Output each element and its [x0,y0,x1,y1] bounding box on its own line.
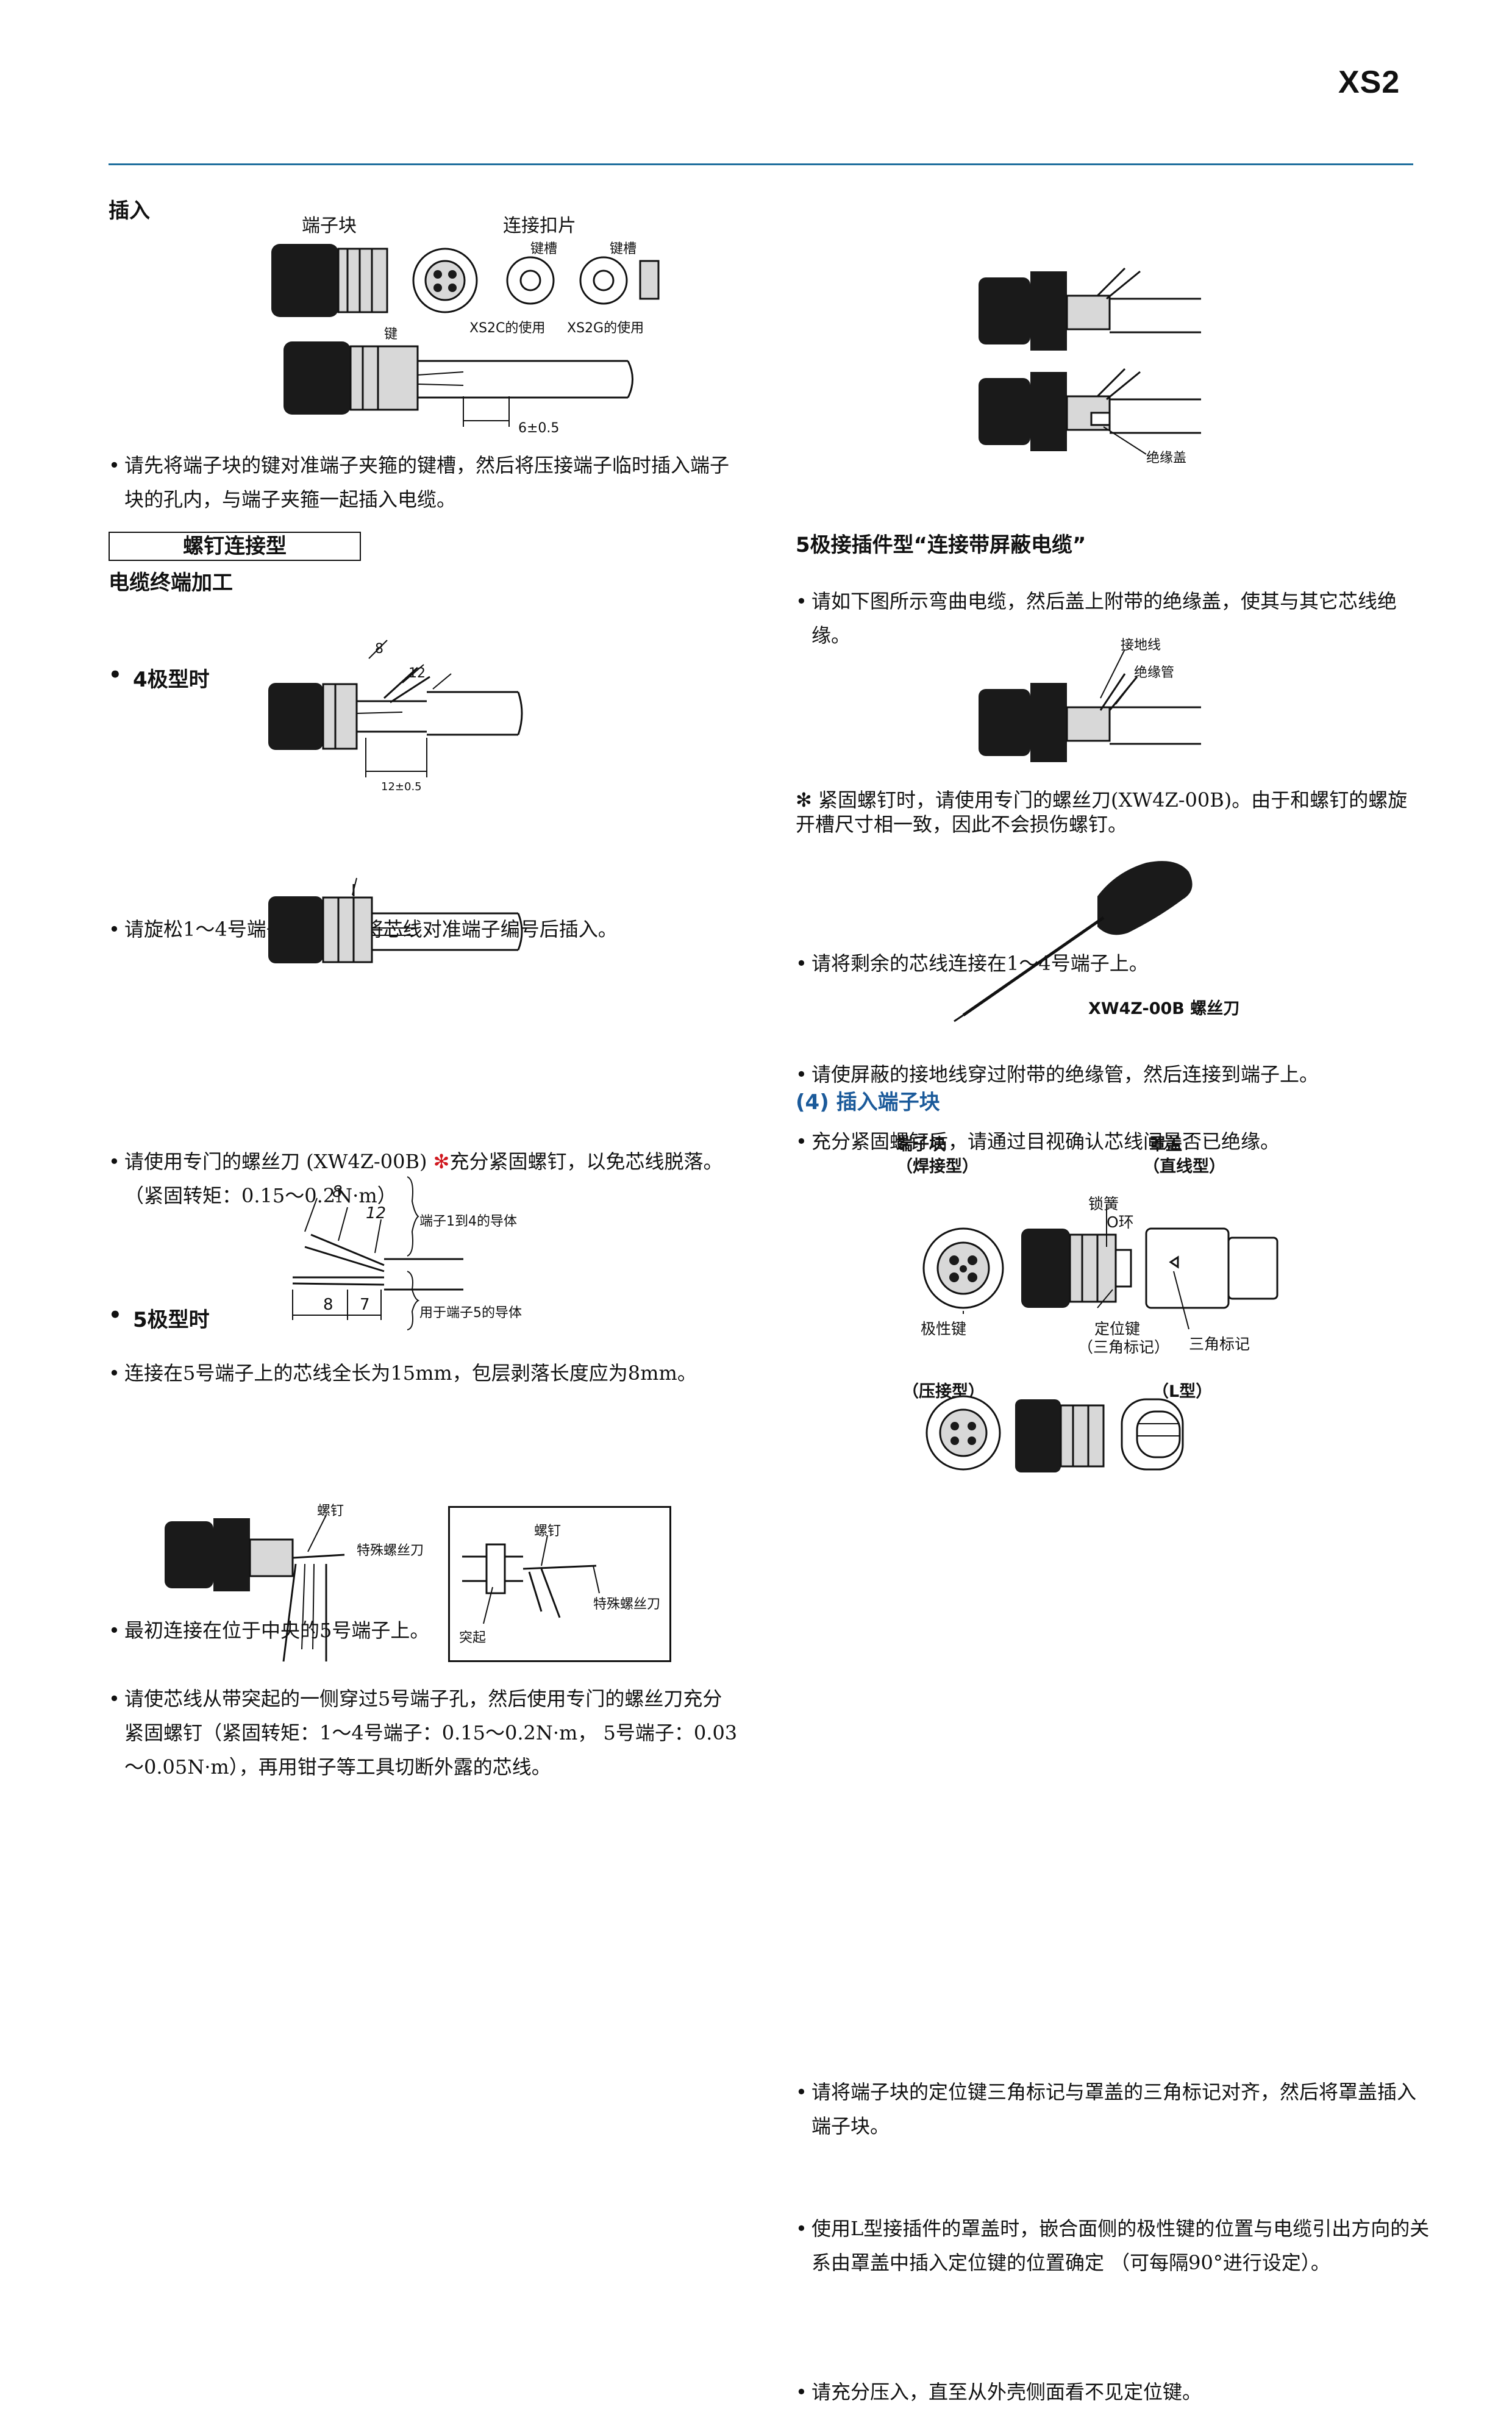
shield-instruction-2: 充分紧固螺钉后，请通过目视确认芯线间是否已绝缘。 [796,1124,1430,1158]
dim-7-bottom: 7 [360,1296,370,1314]
terminal-cover-drawing [922,1204,1278,1472]
figure-detail-bump: 螺钉 特殊螺丝刀 突起 [448,1506,671,1662]
screw-driver-drawing [165,1515,345,1662]
insert-title: 插入 [109,199,150,223]
label-locating-key: 定位键 [1094,1320,1141,1338]
label-special-driver-detail: 特殊螺丝刀 [593,1597,661,1612]
label-insulation-tube: 绝缘管 [1134,665,1175,680]
label-terminal-block-r: 端子块 [896,1135,946,1154]
detail-bump-drawing [462,1535,600,1624]
label-straight-type: （直线型） [1143,1157,1225,1176]
label-triangle-mark-paren: （三角标记） [1078,1338,1170,1356]
label-key: 键 [384,327,398,342]
four-pole-title: 4极型时 [109,663,1512,693]
screw-type-box: 螺钉连接型 [109,532,361,561]
five-pole-instruction: 连接在5号端子上的芯线全长为15mm，包层剥落长度应为8mm。 [109,1356,752,1390]
insert-drawing [271,244,660,427]
screwdriver-caption: XW4Z-00B 螺丝刀 [1088,999,1240,1018]
tighten-text-a: 请使用专门的螺丝刀 (XW4Z-00B) [124,1150,433,1173]
label-conductor-5: 用于端子5的导体 [419,1305,522,1321]
dim-8-bottom: 8 [323,1296,333,1314]
l-type-instruction: 使用L型接插件的罩盖时，嵌合面侧的极性键的位置与电缆引出方向的关系由罩盖中插入定… [796,2211,1430,2280]
figure-terminal-cover: 端子块 （焊接型） 罩盖 （直线型） 锁簧 O环 极性键 定位键 （三角标记） … [896,1131,1335,1472]
screwdriver-illustration [954,861,1193,1022]
label-special-driver: 特殊螺丝刀 [357,1543,424,1558]
shield-cable-drawing [979,649,1201,762]
label-conductor-1-4: 端子1到4的导体 [419,1214,517,1229]
label-cover: 罩盖 [1149,1135,1182,1154]
label-dim-6: 6±0.5 [518,421,560,436]
label-bump: 突起 [459,1630,487,1646]
label-key-slot-2: 键槽 [610,241,637,257]
label-screw: 螺钉 [317,1504,344,1519]
label-l-type: （L型） [1152,1382,1213,1401]
label-terminal-block: 端子块 [302,215,357,237]
note-block: ✻ 紧固螺钉时，请使用专门的螺丝刀(XW4Z-00B)。由于和螺钉的螺旋开槽尺寸… [796,788,1414,837]
figure-strip-4pole: 8 12 12±0.5 [262,634,530,799]
bend-cable-drawing [979,267,1201,455]
shield-instruction-1: 请使屏蔽的接地线穿过附带的绝缘管，然后连接到端子上。 [796,1057,1430,1091]
five-pole-title: 5极型时 [109,1303,1512,1333]
shield-title: 5极接插件型“连接带屏蔽电缆” [796,533,1086,557]
label-xs2c-use: XS2C的使用 [469,321,546,336]
first-connect-instruction: 最初连接在位于中央的5号端子上。 [109,1613,740,1647]
dim-12-tol: 12±0.5 [381,780,422,793]
label-xs2g-use: XS2G的使用 [567,321,644,336]
figure-insert: 端子块 连接扣片 键槽 键槽 键 XS2C的使用 XS2G的使用 6±0.5 [262,201,660,439]
label-key-slot-1: 键槽 [530,241,558,257]
figure-shield-cable: 接地线 绝缘管 [975,631,1207,777]
remaining-instruction: 请将剩余的芯线连接在1～4号端子上。 [796,946,1430,980]
note-text: 紧固螺钉时，请使用专门的螺丝刀(XW4Z-00B)。由于和螺钉的螺旋开槽尺寸相一… [796,788,1408,836]
insert-instruction: 请先将端子块的键对准端子夹箍的键槽，然后将压接端子临时插入端子块的孔内，与端子夹… [109,448,740,516]
product-code: XS2 [1338,65,1400,100]
label-o-ring: O环 [1107,1213,1134,1231]
dim-12-top: 12 [366,1204,387,1222]
dim-8-top: 8 [332,1183,343,1201]
section-4-title: (4) 插入端子块 [796,1090,940,1115]
press-instruction: 请充分压入，直至从外壳侧面看不见定位键。 [796,2375,1430,2409]
figure-screw-driver: 螺钉 特殊螺丝刀 [162,1497,424,1662]
header-rule [109,163,1413,165]
wire-instruction: 请使芯线从带突起的一侧穿过5号端子孔，然后使用专门的螺丝刀充分紧固螺钉（紧固转矩… [109,1682,740,1784]
label-connect-clip: 连接扣片 [503,215,576,237]
label-ground-wire: 接地线 [1121,638,1161,653]
label-solder-type: （焊接型） [896,1157,979,1176]
strip-4pole-drawing [268,640,523,777]
cable-processing-title: 电缆终端加工 [109,571,233,595]
tighten-instruction: 请使用专门的螺丝刀 (XW4Z-00B) ✻充分紧固螺钉，以免芯线脱落。（紧固转… [109,1144,740,1213]
figure-strip-5pole: 8 12 8 7 端子1到4的导体 用于端子5的导体 [287,1174,573,1338]
label-polarity-key: 极性键 [921,1320,967,1338]
strip-5pole-drawing [292,1176,463,1330]
align-instruction: 请将端子块的定位键三角标记与罩盖的三角标记对齐，然后将罩盖插入端子块。 [796,2075,1430,2143]
label-triangle-mark: 三角标记 [1189,1335,1250,1353]
tighten-text-b: 充分紧固螺钉，以免芯线脱落。（紧固转矩：0.15～0.2N·m） [124,1150,723,1207]
bend-instruction: 请如下图所示弯曲电缆，然后盖上附带的绝缘盖，使其与其它芯线绝缘。 [796,584,1430,652]
figure-insert-core [268,877,523,963]
red-asterisk-mark: ✻ [433,1150,450,1173]
label-insulation-cap: 绝缘盖 [1146,451,1187,466]
label-lock-spring: 锁簧 [1088,1195,1119,1213]
note-mark: ✻ [796,788,812,812]
figure-bend-cable: 绝缘盖 [975,253,1207,473]
